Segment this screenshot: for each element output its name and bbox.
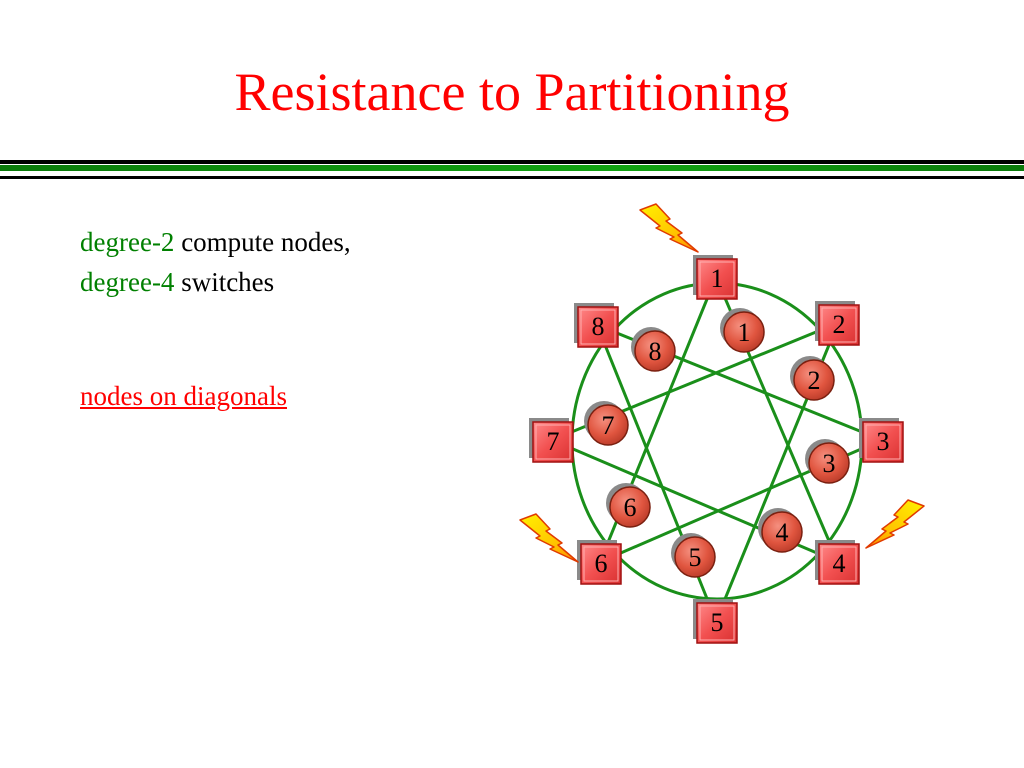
compute-nodes-label: compute nodes,	[174, 227, 351, 257]
lightning-bolt-icon	[639, 203, 699, 253]
switch: 7	[529, 418, 574, 463]
degree-4-label: degree-4	[80, 267, 175, 297]
description-line-compute: degree-2 compute nodes,	[80, 222, 351, 262]
switch: 5	[693, 599, 738, 644]
switch: 4	[815, 540, 860, 585]
switch-label: 7	[547, 427, 560, 456]
slide-title: Resistance to Partitioning	[234, 62, 790, 122]
compute-node: 1	[720, 308, 765, 353]
degree-2-label: degree-2	[80, 227, 175, 257]
switch: 2	[815, 301, 860, 346]
compute-node: 5	[671, 533, 716, 578]
switch-label: 2	[833, 310, 846, 339]
switch-label: 1	[711, 264, 724, 293]
compute-node-label: 1	[738, 318, 751, 347]
switch-label: 5	[711, 608, 724, 637]
compute-node: 3	[805, 439, 850, 484]
nodes-on-diagonals-link[interactable]: nodes on diagonals	[80, 381, 287, 411]
compute-node: 6	[606, 483, 651, 528]
compute-node-label: 5	[689, 543, 702, 572]
switch-label: 6	[595, 549, 608, 578]
lightning-bolt-icon	[865, 499, 925, 549]
title-rule-top	[0, 160, 1024, 164]
switch: 1	[693, 255, 738, 300]
switch: 8	[574, 303, 619, 348]
description-text: degree-2 compute nodes, degree-4 switche…	[80, 222, 351, 302]
switch-label: 8	[592, 312, 605, 341]
compute-node-label: 6	[624, 493, 637, 522]
description-line-switches: degree-4 switches	[80, 262, 351, 302]
switch: 3	[859, 418, 904, 463]
switch: 6	[577, 540, 622, 585]
lightning-bolt-icon	[519, 513, 579, 563]
compute-node: 2	[790, 356, 835, 401]
compute-node-label: 2	[808, 366, 821, 395]
switch-label: 3	[877, 427, 890, 456]
compute-node: 4	[758, 508, 803, 553]
compute-node-label: 7	[602, 411, 615, 440]
compute-node: 8	[631, 327, 676, 372]
compute-node-label: 8	[649, 337, 662, 366]
switch-label: 4	[833, 549, 846, 578]
compute-node-label: 4	[776, 518, 789, 547]
compute-node-label: 3	[823, 449, 836, 478]
switches-label: switches	[174, 267, 275, 297]
title-rule-bottom	[0, 176, 1024, 179]
title-rule-middle	[0, 165, 1024, 171]
compute-node: 7	[584, 401, 629, 446]
